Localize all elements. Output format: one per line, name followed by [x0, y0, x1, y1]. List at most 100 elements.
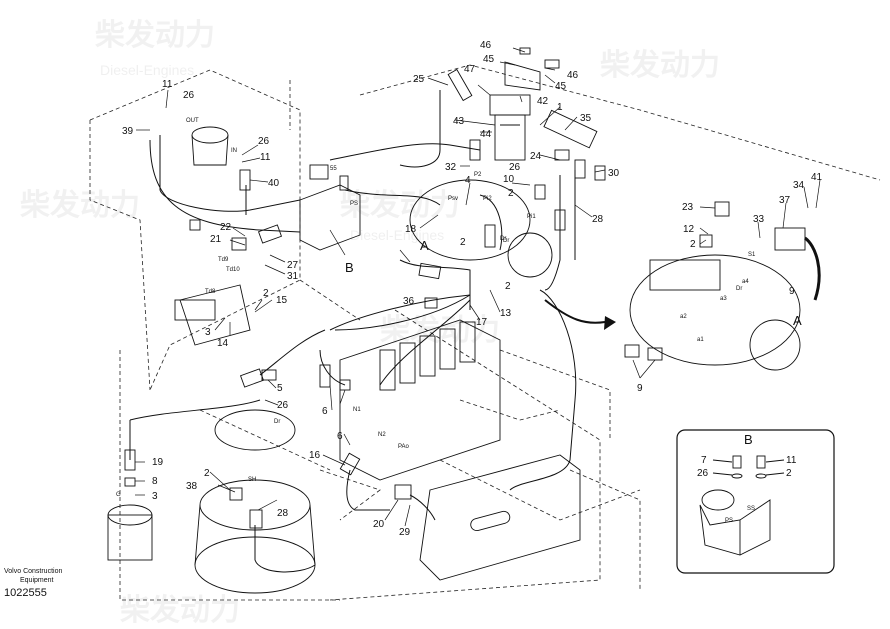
callout-8: 8 [152, 476, 158, 487]
callout-2-b: 2 [460, 237, 466, 248]
detail-port-ss: SS [747, 506, 755, 512]
callout-31: 31 [287, 271, 299, 282]
callout-42: 42 [537, 96, 549, 107]
callout-37: 37 [779, 195, 791, 206]
callout-pao: PAo [398, 444, 410, 450]
callout-sh: SH [248, 477, 256, 483]
port-in: IN [231, 148, 237, 154]
filter-bowl [494, 114, 526, 161]
main-pump [409, 179, 531, 261]
callout-23: 23 [682, 202, 694, 213]
port-g: G [116, 492, 121, 498]
pipe-35 [543, 109, 598, 149]
view-labels: A A [420, 238, 802, 328]
view-label-a-detail: A [793, 313, 802, 328]
callout-a2: a2 [680, 314, 687, 320]
callout-s1: S1 [748, 252, 756, 258]
callout-dr-c: Dr [274, 419, 280, 425]
callout-12: 12 [683, 224, 695, 235]
callout-ps: PS [350, 201, 358, 207]
callout-21: 21 [210, 234, 222, 245]
callout-psv: Psv [448, 196, 458, 202]
leader-lines [135, 47, 821, 527]
callout-pi2: Pi2 [483, 196, 492, 202]
callout-dr-a: Dr [736, 286, 742, 292]
callout-n1: N1 [353, 407, 361, 413]
callout-3-a: 3 [205, 327, 211, 338]
callout-26-c: 26 [509, 162, 521, 173]
callout-4: 4 [465, 175, 471, 186]
base-platform [419, 454, 581, 581]
callout-33: 33 [753, 214, 765, 225]
callout-32: 32 [445, 162, 457, 173]
callout-25-a: 25 [413, 74, 425, 85]
port-out: OUT [186, 118, 199, 124]
pump-detail-top [649, 259, 721, 291]
callout-24: 24 [530, 151, 542, 162]
callout-30: 30 [608, 168, 620, 179]
callout-pi1: Pi1 [527, 214, 536, 220]
callout-2-f: 2 [204, 468, 210, 479]
transfer-arrow [544, 299, 606, 324]
callout-35: 35 [580, 113, 592, 124]
detail-callout-7: 7 [701, 455, 707, 466]
callout-55: 55 [330, 166, 337, 172]
filter-head [489, 94, 531, 116]
detail-callout-11: 11 [786, 455, 797, 466]
hose-lines [129, 90, 577, 573]
callout-n2: N2 [378, 432, 386, 438]
watermark-cn-1: 柴发动力 [95, 18, 215, 53]
callout-td9: Td9 [218, 257, 229, 263]
control-valve [339, 319, 501, 481]
callout-6-a: 6 [322, 406, 328, 417]
frame-outlines [89, 64, 881, 601]
view-label-b-main: B [345, 260, 354, 275]
view-label-a-main: A [420, 238, 429, 253]
port-labels: OUT IN P2 G Dr a3 [116, 118, 727, 498]
callout-22: 22 [220, 222, 232, 233]
publisher-name-line1: Volvo Construction [4, 568, 63, 575]
watermark-en-2: Diesel-Engines [350, 227, 444, 243]
callout-28-a: 28 [592, 214, 604, 225]
port-dr: Dr [500, 236, 506, 242]
cup-top [191, 126, 229, 144]
callout-td8: Td8 [205, 289, 216, 295]
watermark-cn-2: 柴发动力 [600, 48, 720, 83]
callout-26-d: 26 [277, 400, 289, 411]
callout-18: 18 [405, 224, 417, 235]
callout-47: 47 [464, 64, 476, 75]
callout-40: 40 [268, 178, 280, 189]
callout-29: 29 [399, 527, 411, 538]
port-p2: P2 [474, 172, 482, 178]
callout-41: 41 [811, 172, 823, 183]
callout-10: 10 [503, 174, 515, 185]
callout-15: 15 [276, 295, 288, 306]
callout-a4: a4 [742, 279, 749, 285]
callout-11-b: 11 [260, 152, 271, 163]
callout-46-a: 46 [480, 40, 492, 51]
callout-20: 20 [373, 519, 385, 530]
callout-44: 44 [480, 129, 492, 140]
detail-box-b: B 7 26 11 2 SS PS [676, 429, 835, 574]
flange-37 [774, 227, 806, 251]
callout-9-a: 9 [789, 286, 795, 297]
callout-28-b: 28 [277, 508, 289, 519]
callout-43: 43 [453, 116, 465, 127]
publisher-name-line2: Equipment [20, 577, 54, 584]
callout-2-c: 2 [505, 281, 511, 292]
pump-detail [629, 254, 801, 366]
watermark-cn-7: 柴发动力 [120, 593, 240, 628]
callout-45-a: 45 [483, 54, 495, 65]
callout-36: 36 [403, 296, 415, 307]
callout-17: 17 [476, 317, 488, 328]
callout-dr-b: Dr [503, 238, 509, 244]
callout-6-b: 6 [337, 431, 343, 442]
callout-5: 5 [277, 383, 283, 394]
port-a3: a3 [720, 296, 727, 302]
callout-td10: Td10 [226, 267, 240, 273]
callout-46-b: 46 [567, 70, 579, 81]
callout-26-a: 26 [183, 90, 195, 101]
hose-9 [804, 236, 821, 301]
